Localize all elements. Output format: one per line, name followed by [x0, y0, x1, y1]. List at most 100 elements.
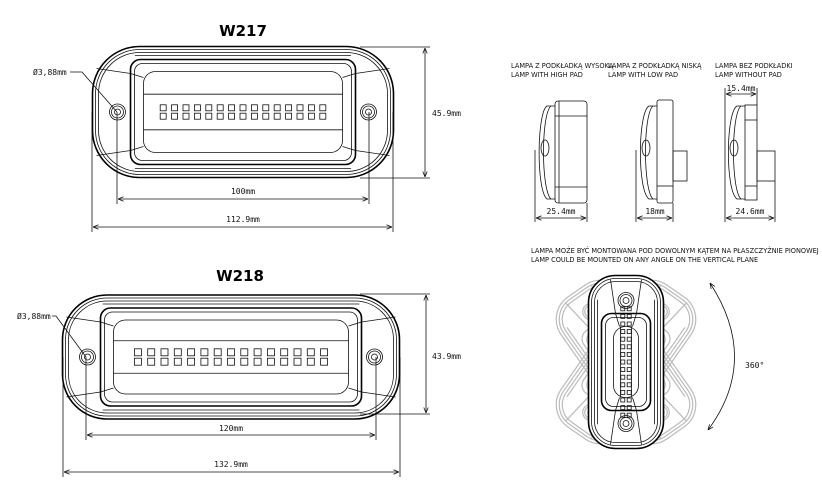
led-cell [227, 357, 235, 366]
led-cell [227, 348, 235, 357]
led-cell [228, 112, 236, 120]
led-cell [134, 357, 142, 366]
led-cell [620, 351, 626, 357]
led-cell [620, 329, 626, 334]
led-cell [280, 357, 289, 366]
lamp-diagonal-line [610, 410, 616, 445]
led-cell [285, 112, 292, 120]
led-cell [262, 104, 270, 112]
mounting-hole-ring [619, 417, 633, 430]
led-cell [620, 314, 626, 319]
mounting-hole-ring [111, 105, 124, 119]
led-cell [620, 382, 626, 388]
led-cell [147, 348, 156, 357]
led-cell [626, 367, 632, 372]
led-cell [620, 336, 626, 342]
lamp-diagonal-line [615, 313, 620, 327]
lamp-diagonal-line [565, 302, 591, 329]
side-view-1-depth-label: 25.4mm [547, 207, 576, 216]
side-view-no-pad [728, 104, 776, 201]
mounting-hole-ring [368, 350, 381, 364]
led-cell [267, 348, 275, 357]
side-view-2-depth-label: 18mm [645, 207, 664, 216]
led-cell [620, 367, 626, 372]
lamp-frame [600, 312, 652, 412]
w218-length-label: 132.9mm [214, 460, 248, 469]
w217-hole-diameter-label: Ø3,88mm [33, 67, 67, 77]
lamp-diagonal-line [361, 391, 396, 398]
vertical-lamp-view [587, 274, 665, 450]
led-cell [626, 382, 632, 388]
mounting-note-pl: LAMPA MOŻE BYĆ MONTOWANA POD DOWOLNYM KĄ… [531, 246, 819, 255]
lamp-frame-inner [104, 311, 358, 403]
lamp-diagonal-line [348, 387, 362, 393]
led-cell [194, 112, 201, 120]
led-cell [626, 405, 632, 410]
led-cell [262, 112, 270, 120]
lamp-diagonal-line [661, 395, 687, 422]
lamp-housing-edge [95, 49, 391, 175]
led-cell [187, 348, 195, 357]
led-cell [296, 104, 304, 112]
lamp-diagonal-line [96, 68, 131, 74]
mounting-hole-center [365, 108, 372, 116]
led-cell [626, 336, 632, 342]
mounting-hole-ring [619, 294, 633, 307]
lamp-frame-inner [605, 317, 647, 407]
lamp-lens-window [143, 71, 343, 153]
lamp-diagonal-line [100, 387, 114, 393]
led-cell [194, 104, 201, 112]
rotation-angle-label: 360° [745, 361, 764, 370]
lamp-diagonal-line [66, 316, 101, 323]
side-view-2-label-pl: LAMPA Z PODKŁADKĄ NISKĄ [608, 62, 702, 70]
w218-hole-diameter-label: Ø3,88mm [17, 311, 51, 321]
led-cell [171, 112, 178, 120]
lamp-diagonal-line [342, 146, 356, 151]
lamp-housing-edge [591, 278, 661, 446]
led-cell [626, 351, 632, 357]
led-cell [626, 329, 632, 334]
side-view-low-pad [640, 99, 688, 204]
w218-hole-spacing-label: 120mm [219, 424, 243, 433]
led-cell [306, 348, 315, 357]
lamp-diagonal-line [66, 391, 101, 398]
mounting-hole [360, 103, 377, 121]
led-cell [626, 306, 632, 312]
led-cell [273, 104, 281, 112]
mounting-hole-center [84, 353, 91, 361]
led-cell [306, 357, 315, 366]
side-view-high-pad [538, 100, 588, 204]
mounting-hole [617, 292, 635, 309]
side-view-3-depth-label: 24.6mm [736, 207, 765, 216]
side-view-3-label-en: LAMP WITHOUT PAD [715, 71, 782, 79]
led-cell [250, 112, 258, 120]
mounting-hole [366, 348, 383, 366]
w218-height-label: 43.9mm [432, 352, 461, 361]
led-cell [620, 306, 626, 312]
led-cell [187, 357, 195, 366]
lamp-outer-housing [61, 294, 401, 420]
lamp-diagonal-line [636, 279, 642, 314]
lamp-diagonal-line [348, 321, 362, 327]
led-cell [159, 104, 167, 112]
led-cell [293, 348, 302, 357]
led-cell [240, 348, 249, 357]
led-cell [626, 314, 632, 319]
lamp-diagonal-line [636, 410, 642, 445]
side-view-1-label-en: LAMP WITH HIGH PAD [511, 71, 583, 79]
led-cell [273, 112, 281, 120]
w217-hole-leader [70, 71, 118, 113]
led-cell [308, 112, 315, 120]
led-cell [626, 344, 632, 350]
led-cell [240, 357, 249, 366]
w217-front-view [91, 45, 395, 179]
led-cell [626, 321, 632, 327]
lamp-diagonal-line [565, 395, 591, 422]
led-cell [216, 104, 224, 112]
led-cell [620, 397, 626, 403]
lamp-housing-edge [98, 52, 388, 172]
led-cell [160, 348, 169, 357]
led-cell [147, 357, 156, 366]
mounting-hole-center [114, 108, 121, 116]
